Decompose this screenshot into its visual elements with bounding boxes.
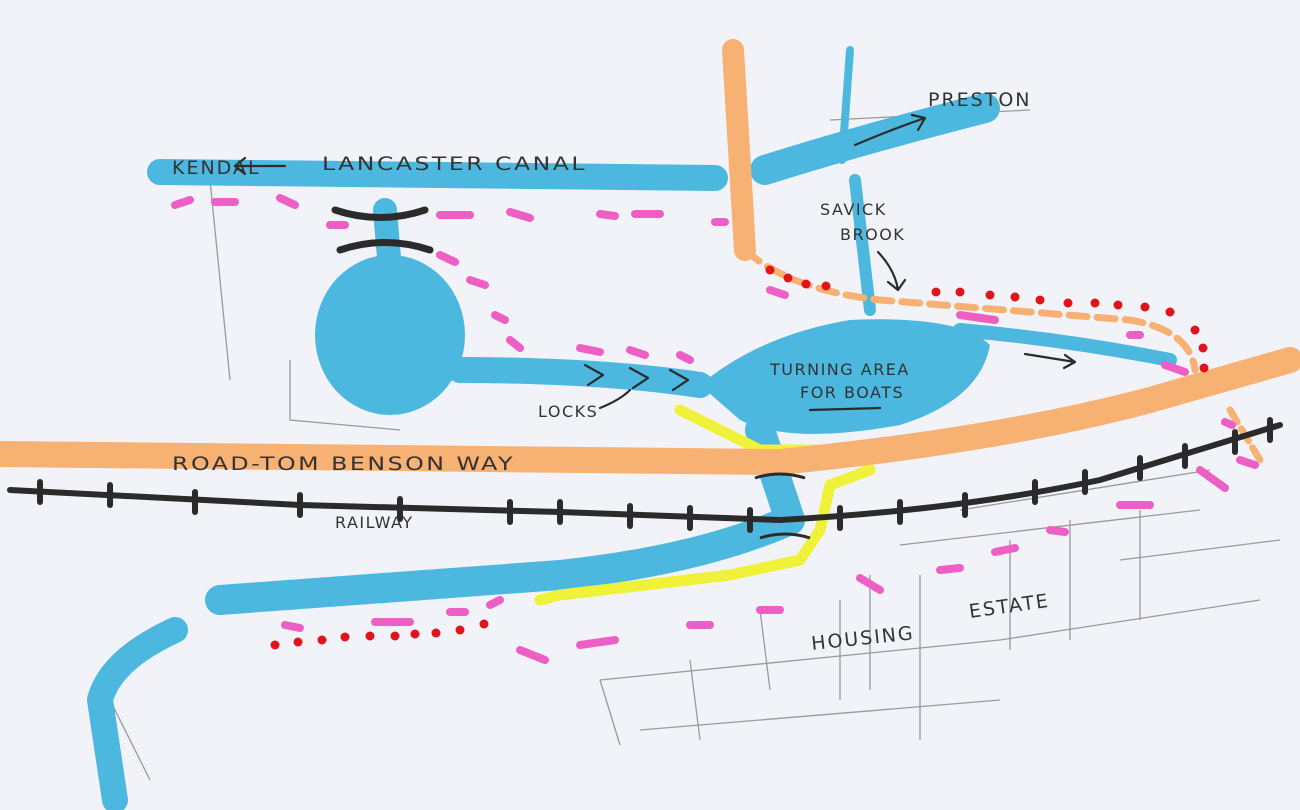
pink-footpath-route <box>171 194 1259 664</box>
railway-label: RAILWAY <box>335 513 414 532</box>
red-dotted-route <box>270 265 1209 650</box>
road-north-branch <box>722 39 756 261</box>
arrow-right-icon <box>1023 352 1077 370</box>
for-boats-label: FOR BOATS <box>800 383 904 402</box>
kendal-label: KENDAL <box>172 157 261 179</box>
locks-label: LOCKS <box>538 402 598 421</box>
canal-label: LANCASTER CANAL <box>322 153 587 175</box>
canal-link-north <box>838 46 854 164</box>
railway-line <box>7 417 1283 533</box>
arrow-down-icon <box>876 250 907 292</box>
chevron-right-icon <box>668 368 690 392</box>
locks-pointer <box>598 388 632 410</box>
turning-area-underline <box>808 406 882 412</box>
housing-estate-pencil-grid <box>109 109 1281 781</box>
brook-outflow <box>953 323 1177 367</box>
bridge-icon <box>754 472 811 540</box>
turning-area-label: TURNING AREA <box>769 360 910 379</box>
lock-channel <box>447 357 713 398</box>
road-tom-benson-way <box>0 347 1300 476</box>
brook-label: BROOK <box>840 225 905 244</box>
arrow-left-icon <box>233 156 287 176</box>
preston-label: PRESTON <box>928 89 1032 111</box>
bridge-icon <box>331 206 434 254</box>
basin-pond <box>315 255 465 415</box>
road-label: ROAD-TOM BENSON WAY <box>172 453 515 475</box>
arrow-right-icon <box>853 113 927 147</box>
channel-south <box>205 505 805 615</box>
yellow-route <box>534 404 876 606</box>
turning-area-for-boats <box>700 319 990 434</box>
savick-brook <box>849 174 876 316</box>
lancaster-canal <box>147 159 728 191</box>
savick-label: SAVICK <box>820 200 887 219</box>
chevron-right-icon <box>628 366 650 390</box>
creek-southwest <box>87 617 188 810</box>
chevron-right-icon <box>583 363 605 387</box>
